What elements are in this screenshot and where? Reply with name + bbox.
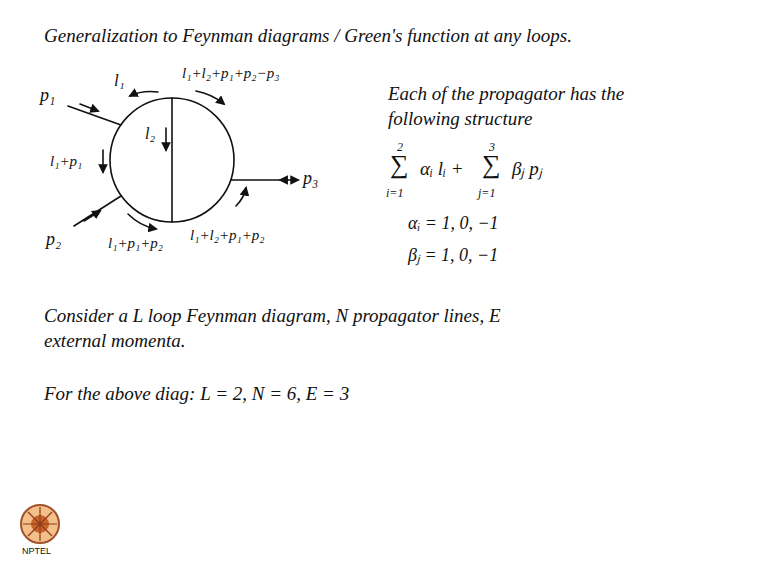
sum-symbol: ∑ [390, 148, 409, 182]
note-text: Consider a L loop Feynman diagram, N pro… [44, 304, 524, 353]
momentum-arrow [130, 92, 158, 97]
momentum-label: l₁+l₂+p₁+p₂ [190, 226, 265, 246]
momentum-label: p₃ [303, 167, 318, 190]
momentum-label: l₂ [145, 124, 155, 145]
formula-term: βⱼ pⱼ [512, 157, 542, 182]
coefficient-values: βⱼ = 1, 0, −1 [408, 244, 498, 267]
momentum-label: l₁+l₂+p₁+p₂−p₃ [182, 64, 279, 84]
loop-circle [110, 98, 234, 222]
sum-limit: i=1 [386, 186, 403, 202]
momentum-arrow [102, 150, 104, 172]
nptel-logo [21, 505, 59, 543]
momentum-label: l₁+p₁+p₂ [108, 234, 163, 254]
coefficient-values: αᵢ = 1, 0, −1 [408, 212, 499, 235]
momentum-arrow [236, 188, 246, 206]
logo-text: NPTEL [22, 546, 51, 558]
sum-limit: j=1 [478, 186, 495, 202]
momentum-label: l₁ [114, 70, 125, 92]
slide-title: Generalization to Feynman diagrams / Gre… [44, 24, 744, 49]
external-leg [231, 179, 282, 181]
note-text: Each of the propagator has the following… [388, 82, 678, 131]
momentum-arrow [84, 211, 100, 221]
momentum-arrow [165, 128, 167, 150]
internal-propagator [171, 98, 173, 222]
momentum-label: p₂ [46, 228, 61, 251]
logo-ring [21, 505, 59, 543]
momentum-arrow [196, 91, 224, 104]
double-arrow [286, 179, 298, 181]
momentum-label: l₁+p₁ [50, 152, 82, 172]
formula-term: αᵢ lᵢ + [420, 157, 464, 182]
logo-spokes [23, 507, 57, 541]
external-leg [74, 196, 121, 226]
momentum-label: p₁ [40, 84, 55, 107]
note-text: For the above diag: L = 2, N = 6, E = 3 [44, 382, 349, 407]
momentum-arrow [80, 104, 98, 111]
sum-symbol: ∑ [482, 148, 501, 182]
momentum-arrow [128, 214, 156, 229]
